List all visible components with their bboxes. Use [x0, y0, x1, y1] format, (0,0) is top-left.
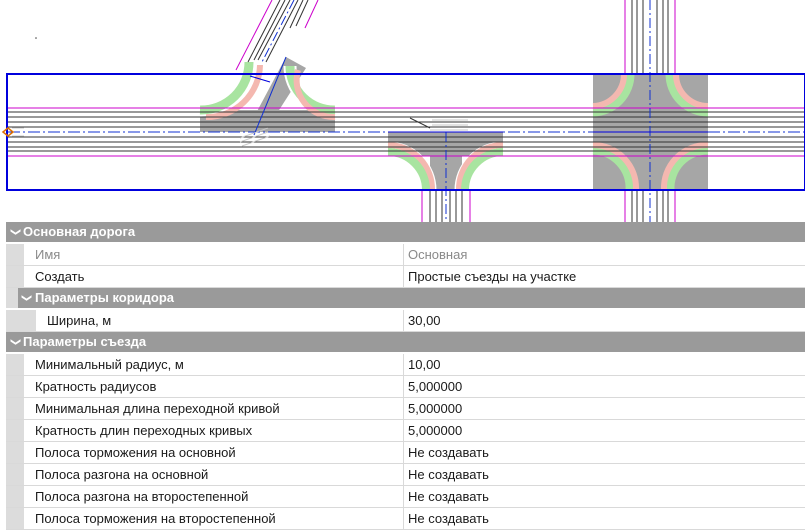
diagonal-road — [235, 0, 319, 136]
property-value[interactable]: Не создавать — [403, 442, 805, 463]
right-crossing-road — [624, 0, 676, 222]
section-title: Основная дорога — [23, 224, 136, 239]
property-value[interactable]: Не создавать — [403, 486, 805, 507]
section-corridor[interactable]: ❯ Параметры коридора — [6, 288, 805, 308]
property-label: Минимальная длина переходной кривой — [35, 401, 280, 416]
section-main-road[interactable]: ❯ Основная дорога — [6, 222, 805, 242]
cad-viewport[interactable] — [0, 0, 805, 222]
property-value[interactable]: 5,000000 — [403, 376, 805, 397]
property-row-brake-secondary[interactable]: Полоса торможения на второстепенной Не с… — [6, 508, 805, 530]
property-row-name[interactable]: Имя Основная — [6, 244, 805, 266]
property-label: Ширина, м — [47, 313, 112, 328]
property-label: Полоса разгона на второстепенной — [35, 489, 249, 504]
middle-secondary-road — [421, 132, 471, 222]
road-drawing — [1, 0, 805, 222]
property-row-create[interactable]: Создать Простые съезды на участке — [6, 266, 805, 288]
chevron-down-icon[interactable]: ❯ — [21, 293, 33, 303]
section-title: Параметры съезда — [23, 334, 147, 349]
property-row-width[interactable]: Ширина, м 30,00 — [6, 310, 805, 332]
property-value[interactable]: Простые съезды на участке — [403, 266, 805, 287]
property-value: Основная — [403, 244, 805, 265]
property-row-accel-main[interactable]: Полоса разгона на основной Не создавать — [6, 464, 805, 486]
property-value[interactable]: 5,000000 — [403, 420, 805, 441]
property-label: Полоса торможения на основной — [35, 445, 236, 460]
property-label: Полоса разгона на основной — [35, 467, 209, 482]
property-row-transition-ratio[interactable]: Кратность длин переходных кривых 5,00000… — [6, 420, 805, 442]
section-exit[interactable]: ❯ Параметры съезда — [6, 332, 805, 352]
property-row-min-radius[interactable]: Минимальный радиус, м 10,00 — [6, 354, 805, 376]
ghost-markers — [12, 119, 468, 147]
property-label: Создать — [35, 269, 85, 284]
section-title: Параметры коридора — [35, 290, 175, 305]
property-value[interactable]: Не создавать — [403, 464, 805, 485]
property-row-min-transition[interactable]: Минимальная длина переходной кривой 5,00… — [6, 398, 805, 420]
property-row-brake-main[interactable]: Полоса торможения на основной Не создава… — [6, 442, 805, 464]
property-label: Имя — [35, 247, 61, 262]
corridor-outlines — [6, 73, 805, 191]
property-value[interactable]: Не создавать — [403, 508, 805, 529]
property-label: Полоса торможения на второстепенной — [35, 511, 276, 526]
property-label: Кратность радиусов — [35, 379, 157, 394]
property-value[interactable]: 5,000000 — [403, 398, 805, 419]
property-row-radius-ratio[interactable]: Кратность радиусов 5,000000 — [6, 376, 805, 398]
curb-curves — [199, 61, 709, 191]
property-grid: ❯ Основная дорога Имя Основная Создать П… — [0, 222, 805, 532]
property-value[interactable]: 30,00 — [403, 310, 805, 331]
property-row-accel-secondary[interactable]: Полоса разгона на второстепенной Не созд… — [6, 486, 805, 508]
property-label: Кратность длин переходных кривых — [35, 423, 253, 438]
grip-diamond-icon — [1, 127, 15, 137]
property-value[interactable]: 10,00 — [403, 354, 805, 375]
property-label: Минимальный радиус, м — [35, 357, 184, 372]
